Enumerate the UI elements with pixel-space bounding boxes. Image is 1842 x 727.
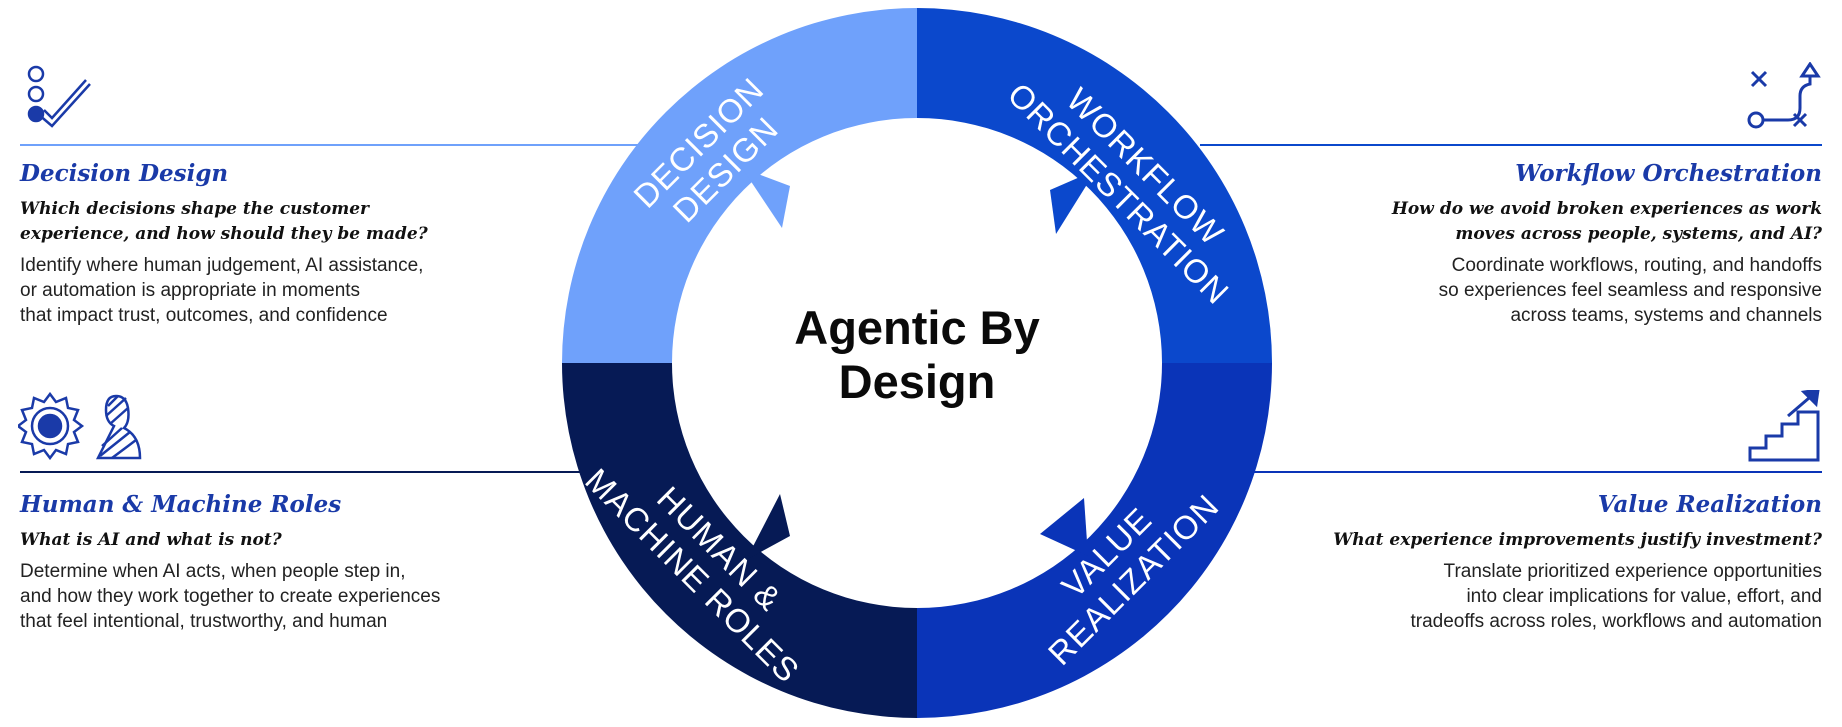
body-line: that feel intentional, trustworthy, and … bbox=[20, 611, 388, 632]
panel-body-workflow: Coordinate workflows, routing, and hando… bbox=[1302, 253, 1822, 328]
body-line: Identify where human judgement, AI assis… bbox=[20, 255, 424, 276]
arrow-value bbox=[1040, 498, 1088, 556]
body-line: or automation is appropriate in moments bbox=[20, 280, 361, 301]
arrow-workflow bbox=[1050, 170, 1096, 234]
panel-body-value: Translate prioritized experience opportu… bbox=[1262, 559, 1822, 634]
center-title-line1: Agentic By bbox=[794, 301, 1040, 354]
panel-workflow-orchestration: Workflow Orchestration How do we avoid b… bbox=[1302, 160, 1822, 328]
checklist-icon bbox=[27, 65, 91, 128]
stairs-growth-icon bbox=[1748, 390, 1820, 462]
panel-question-workflow: How do we avoid broken experiences as wo… bbox=[1302, 197, 1822, 247]
body-line: that impact trust, outcomes, and confide… bbox=[20, 305, 388, 326]
strategy-play-icon bbox=[1747, 62, 1821, 129]
segment-decision[interactable] bbox=[562, 8, 917, 363]
body-line: and how they work together to create exp… bbox=[20, 586, 441, 607]
body-line: Coordinate workflows, routing, and hando… bbox=[1451, 255, 1822, 276]
divider-human bbox=[20, 471, 640, 473]
panel-question-value: What experience improvements justify inv… bbox=[1262, 528, 1822, 553]
question-line: moves across people, systems, and AI? bbox=[1455, 224, 1822, 244]
arrow-decision bbox=[742, 168, 790, 228]
panel-question-decision: Which decisions shape the customer exper… bbox=[20, 197, 540, 247]
body-line: Determine when AI acts, when people step… bbox=[20, 561, 406, 582]
body-line: across teams, systems and channels bbox=[1510, 305, 1822, 326]
ring bbox=[562, 8, 1272, 718]
center-title-line2: Design bbox=[839, 355, 996, 408]
panel-question-human: What is AI and what is not? bbox=[20, 528, 560, 553]
panel-title-value: Value Realization bbox=[1597, 491, 1822, 518]
panel-human-machine-roles: Human & Machine Roles What is AI and wha… bbox=[20, 491, 560, 634]
panel-title-human: Human & Machine Roles bbox=[20, 491, 342, 518]
divider-decision bbox=[20, 144, 640, 146]
segment-value[interactable] bbox=[917, 363, 1272, 718]
question-line: experience, and how should they be made? bbox=[20, 224, 428, 244]
panel-decision-design: Decision Design Which decisions shape th… bbox=[20, 160, 540, 328]
panel-body-human: Determine when AI acts, when people step… bbox=[20, 559, 560, 634]
divider-value bbox=[1200, 471, 1822, 473]
panel-title-decision: Decision Design bbox=[20, 160, 229, 187]
gear-person-icon bbox=[18, 392, 142, 460]
body-line: so experiences feel seamless and respons… bbox=[1438, 280, 1822, 301]
body-line: Translate prioritized experience opportu… bbox=[1443, 561, 1822, 582]
panel-title-workflow: Workflow Orchestration bbox=[1515, 160, 1822, 187]
segment-workflow[interactable] bbox=[917, 8, 1272, 363]
question-line: What is AI and what is not? bbox=[20, 530, 282, 550]
question-line: How do we avoid broken experiences as wo… bbox=[1391, 199, 1822, 219]
divider-workflow bbox=[1200, 144, 1822, 146]
question-line: What experience improvements justify inv… bbox=[1333, 530, 1822, 550]
panel-value-realization: Value Realization What experience improv… bbox=[1262, 491, 1822, 634]
body-line: into clear implications for value, effor… bbox=[1466, 586, 1822, 607]
question-line: Which decisions shape the customer bbox=[20, 199, 370, 219]
body-line: tradeoffs across roles, workflows and au… bbox=[1410, 611, 1822, 632]
arrow-human bbox=[746, 494, 790, 560]
segment-human[interactable] bbox=[562, 363, 917, 718]
panel-body-decision: Identify where human judgement, AI assis… bbox=[20, 253, 540, 328]
